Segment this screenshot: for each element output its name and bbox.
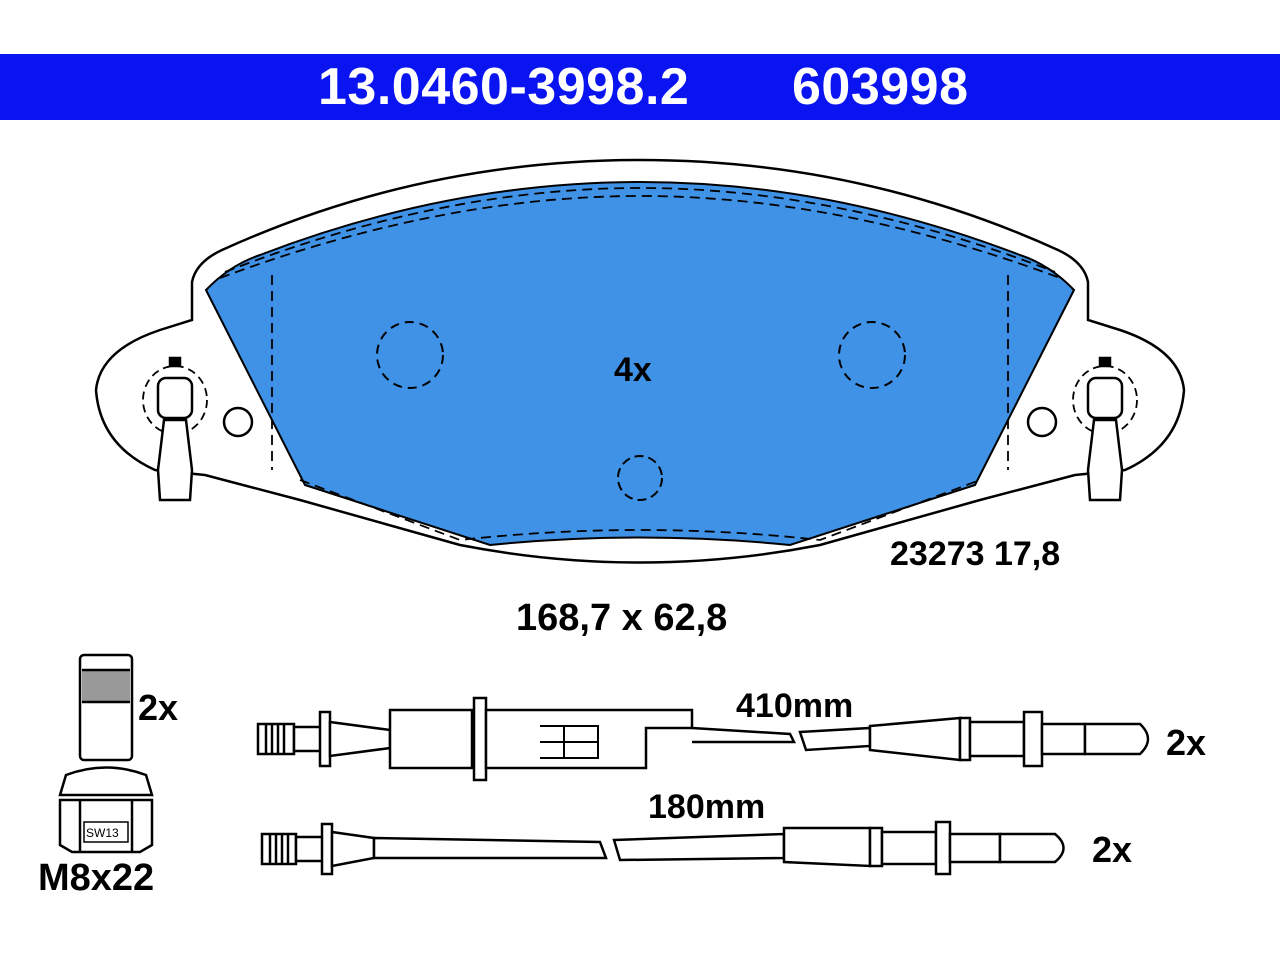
sensor-short-quantity: 2x — [1092, 829, 1132, 870]
brake-pad — [94, 158, 1186, 564]
bolt-quantity: 2x — [138, 687, 178, 728]
reference-number: 603998 — [792, 58, 969, 116]
dashed-circle-right — [838, 321, 906, 389]
dashed-outline — [219, 195, 1061, 279]
sensor-long-length: 410mm — [736, 687, 853, 725]
wrench-size: SW13 — [86, 826, 119, 840]
pin-clip-right — [1072, 356, 1138, 502]
wear-sensor-short — [260, 820, 1065, 876]
pad-dimensions: 168,7 x 62,8 — [516, 597, 727, 639]
title-bar: 13.0460-3998.2 603998 — [0, 54, 1280, 120]
wva-number: 23273 17,8 — [890, 535, 1060, 573]
mounting-hole-left — [222, 406, 254, 438]
sensor-short-length: 180mm — [648, 788, 765, 826]
bolt-size: M8x22 — [38, 857, 154, 899]
friction-lining — [204, 180, 1076, 547]
dashed-circle-left — [376, 321, 444, 389]
center-mark — [617, 455, 663, 501]
bolt — [58, 653, 154, 854]
part-number: 13.0460-3998.2 — [318, 58, 690, 116]
sensor-long-quantity: 2x — [1166, 722, 1206, 763]
pin-clip-left — [142, 356, 208, 502]
mounting-hole-right — [1026, 406, 1058, 438]
pad-quantity: 4x — [614, 351, 652, 389]
wear-sensor-long — [256, 696, 1150, 782]
